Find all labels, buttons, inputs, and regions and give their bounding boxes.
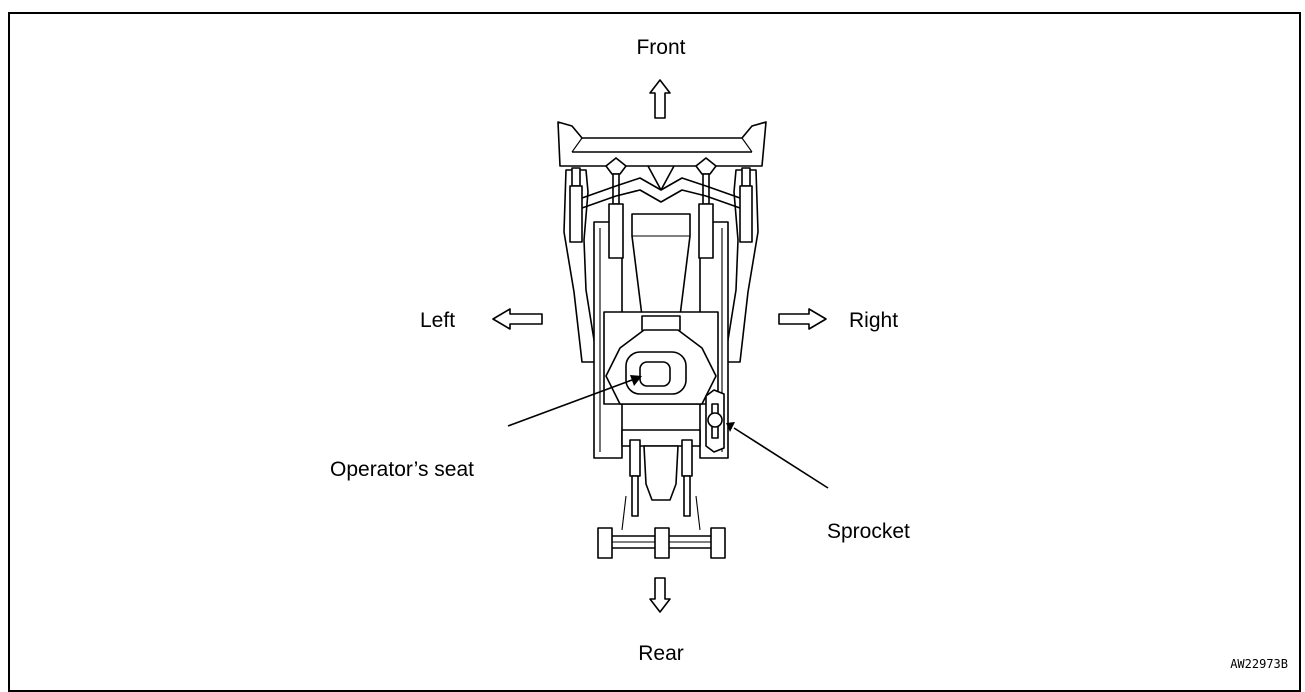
operator-seat [605, 329, 717, 405]
sprocket-label: Sprocket [827, 520, 910, 543]
right-label: Right [849, 309, 898, 332]
operator-seat-label: Operator’s seat [330, 458, 474, 481]
lift-cylinders [605, 157, 717, 259]
sprocket-leader-line [726, 422, 829, 489]
rear-frame [621, 429, 701, 501]
push-frame-braces [581, 165, 741, 209]
front-label: Front [636, 36, 685, 59]
ripper-cylinders [621, 439, 701, 531]
left-label: Left [420, 309, 455, 332]
machine-top-view [507, 121, 829, 559]
sprocket [705, 389, 725, 453]
operator-seat-leader-line [507, 375, 642, 427]
left-arrow-icon [492, 308, 543, 330]
figure-code: AW22973B [1230, 657, 1288, 671]
rear-label: Rear [638, 642, 684, 665]
engine-hood [631, 213, 691, 317]
front-blade [557, 121, 767, 167]
right-arrow-icon [778, 308, 827, 330]
tilt-cylinders [569, 167, 753, 243]
ripper [597, 527, 726, 559]
front-arrow-icon [649, 79, 671, 119]
rear-arrow-icon [649, 577, 671, 613]
